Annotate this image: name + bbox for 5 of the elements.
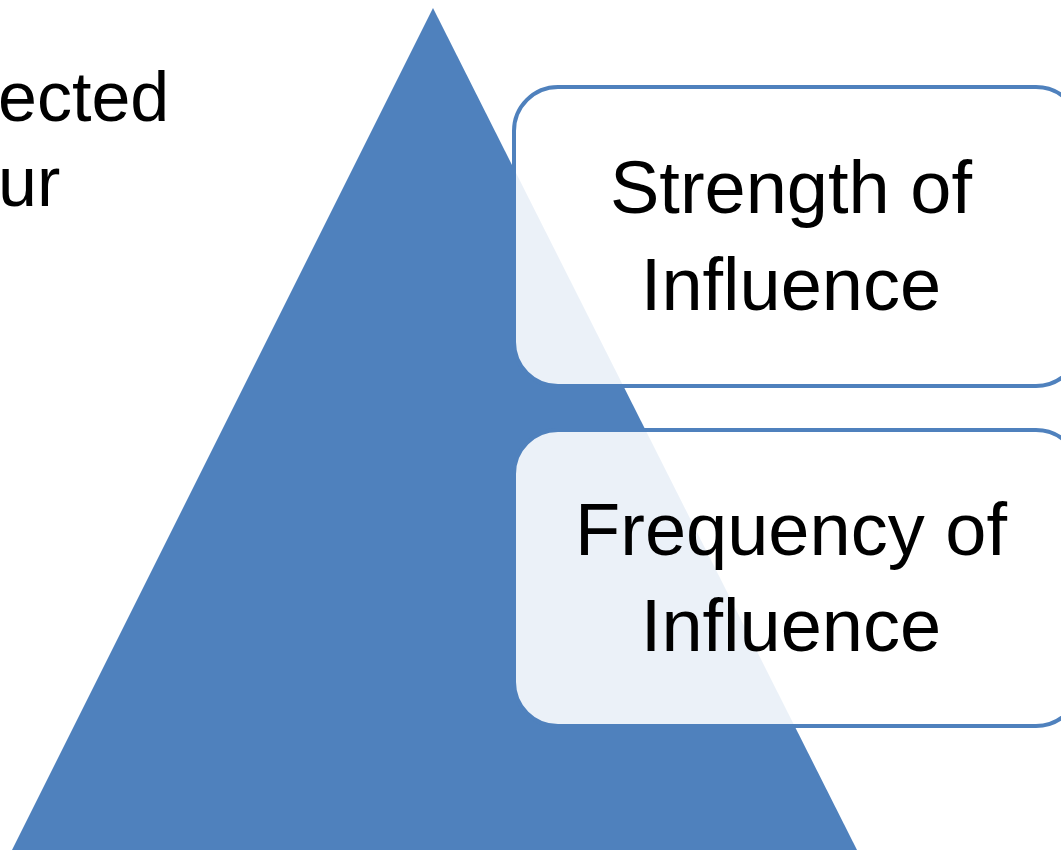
cut-off-text: ur bbox=[0, 147, 61, 217]
box-label: Strength of Influence bbox=[609, 145, 974, 328]
cut-off-text: ected bbox=[0, 62, 170, 132]
rounded-box bbox=[512, 85, 1061, 388]
box-label: Frequency of Influence bbox=[574, 486, 1009, 669]
